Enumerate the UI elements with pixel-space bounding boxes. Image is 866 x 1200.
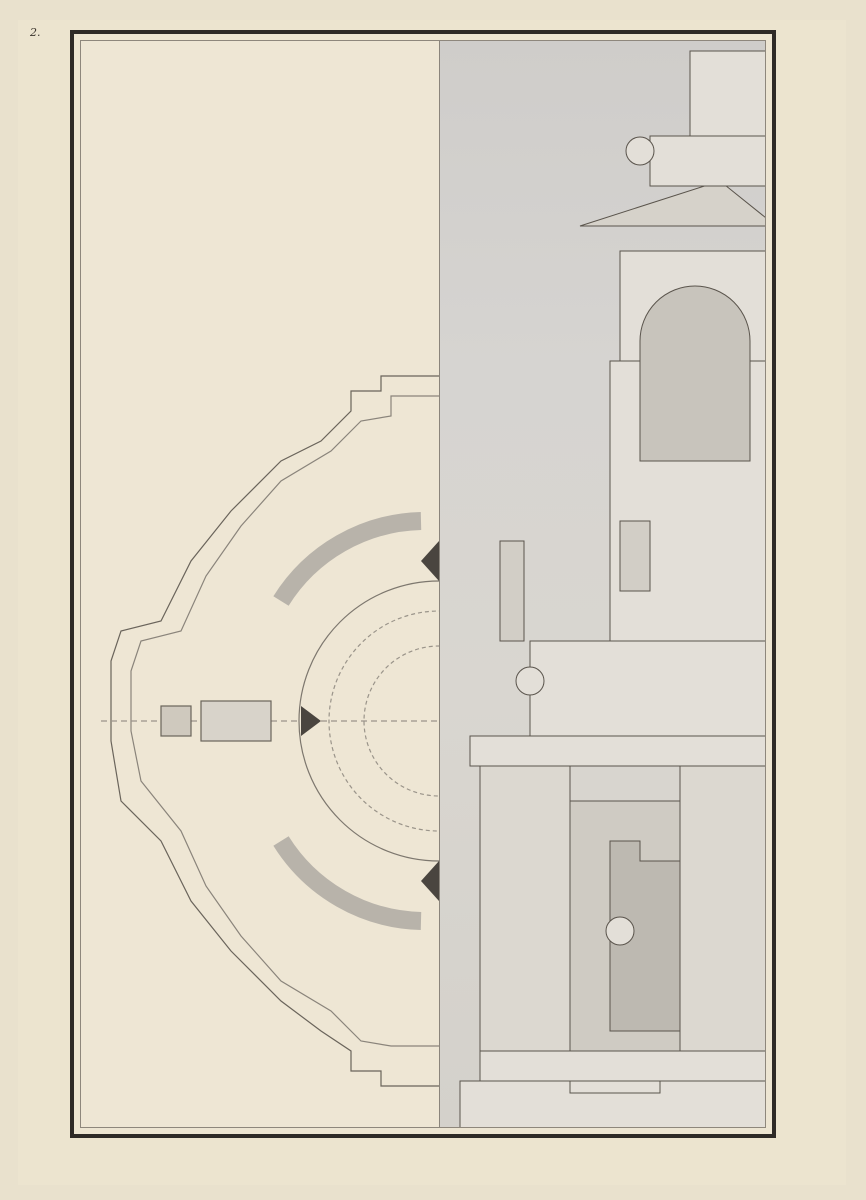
ground-plan-panel	[81, 41, 439, 1127]
elevation-panel	[439, 41, 765, 1127]
elevation-drawing	[459, 50, 765, 1127]
ground-plan-drawing	[101, 375, 439, 1087]
drawing-frame	[70, 30, 776, 1138]
drawing-area	[80, 40, 766, 1128]
page-number: 2.	[30, 26, 41, 39]
